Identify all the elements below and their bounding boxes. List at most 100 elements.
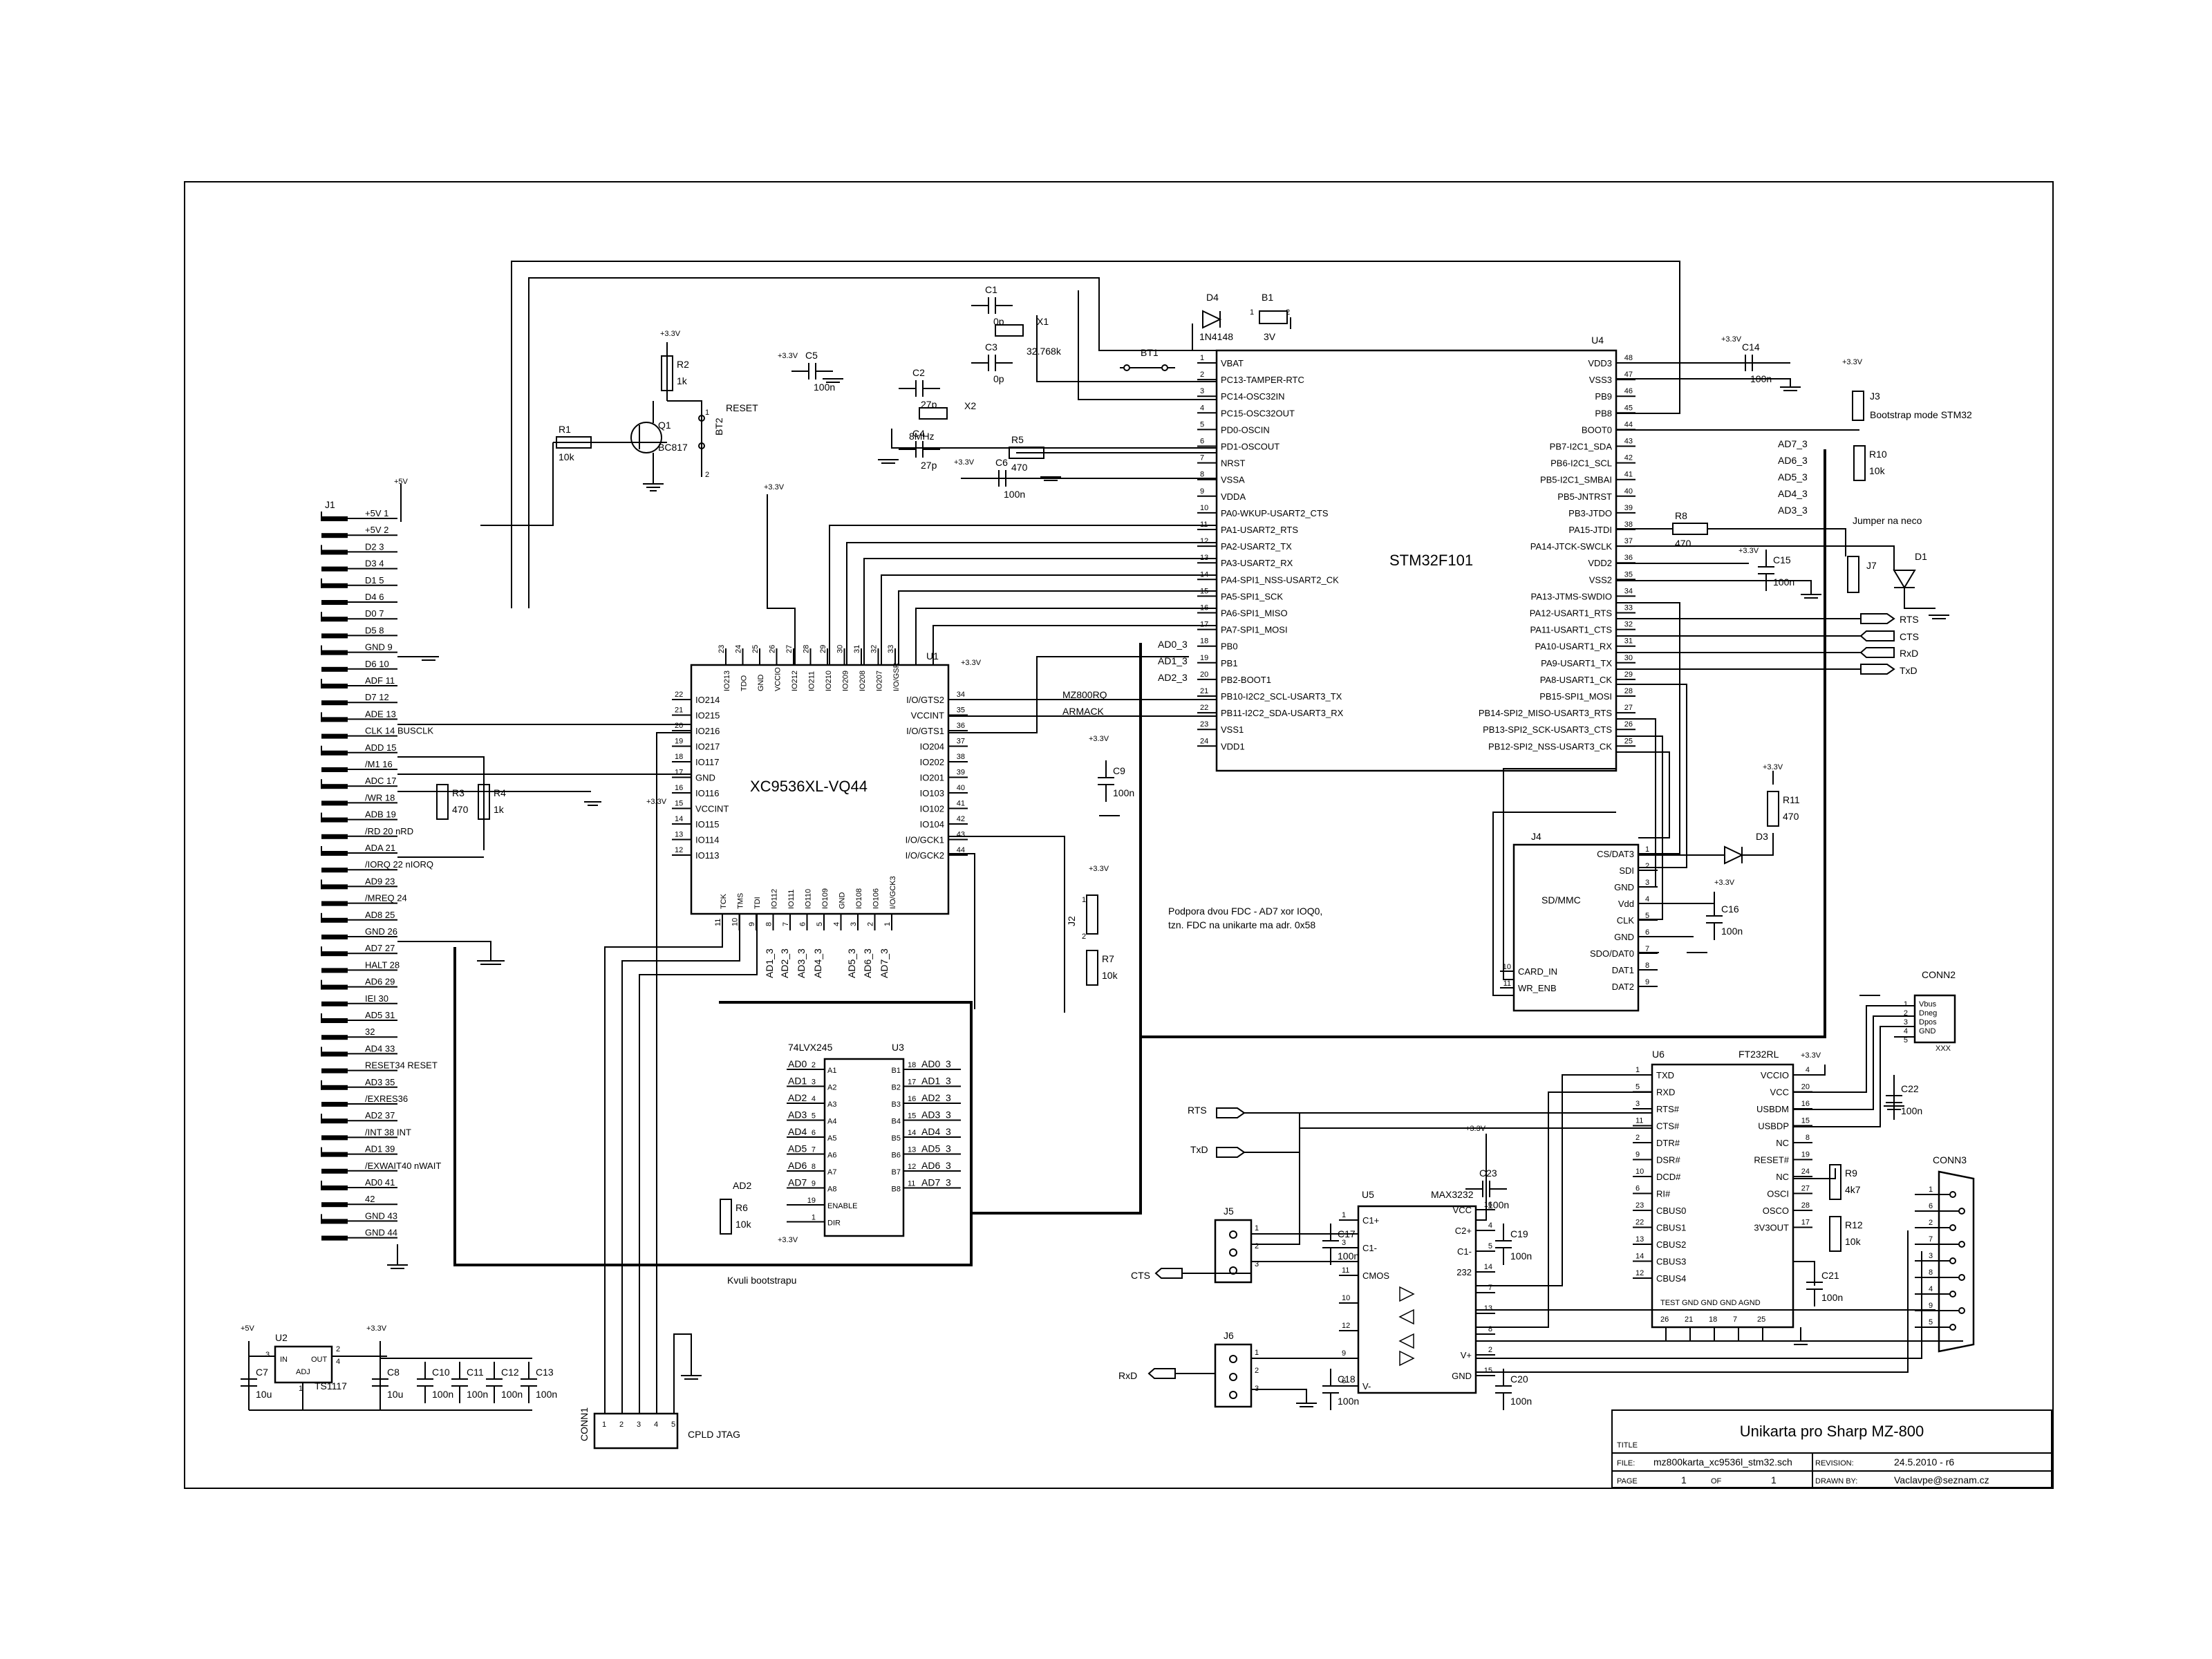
- svg-text:3: 3: [1645, 879, 1649, 887]
- pin-label: IO106: [872, 888, 881, 909]
- pin-number: 27: [1624, 704, 1633, 712]
- pin-label: IO209: [842, 671, 850, 691]
- svg-text:470: 470: [1011, 462, 1028, 473]
- j1-pad: [321, 1035, 348, 1040]
- j1-pad: [321, 750, 348, 756]
- svg-text:100n: 100n: [1510, 1250, 1532, 1262]
- svg-text:+3.3V: +3.3V: [1763, 763, 1783, 771]
- pin-label: V+: [1461, 1350, 1472, 1360]
- svg-text:U2: U2: [275, 1332, 288, 1343]
- j1-pin-label: +5V 1: [365, 508, 388, 518]
- svg-text:8: 8: [1645, 962, 1649, 970]
- svg-text:TS1117: TS1117: [315, 1380, 347, 1391]
- pin-number: 7: [1488, 1284, 1492, 1292]
- pin-label: IO114: [695, 835, 719, 845]
- pin-label: CBUS4: [1656, 1273, 1686, 1284]
- bootstrap-note: Kvuli bootstrapu: [727, 1275, 796, 1286]
- svg-text:5: 5: [1929, 1318, 1933, 1327]
- pin-number: 21: [1200, 687, 1208, 695]
- svg-text:+3.3V: +3.3V: [1089, 735, 1109, 743]
- svg-text:AD5_3: AD5_3: [1778, 471, 1808, 482]
- j1-pin-label: /INT 38 INT: [365, 1127, 411, 1137]
- pin-label: GND: [757, 675, 765, 692]
- svg-text:2: 2: [336, 1345, 340, 1353]
- pin-number: 18: [1200, 637, 1208, 646]
- pin-number: 43: [957, 831, 965, 839]
- svg-text:13: 13: [908, 1146, 916, 1154]
- pin-number: 3: [1342, 1239, 1346, 1247]
- title-block: TITLE Unikarta pro Sharp MZ-800 FILE: mz…: [1611, 1409, 2052, 1488]
- pin-label: PB2-BOOT1: [1221, 675, 1271, 685]
- svg-text:AD5_3: AD5_3: [846, 948, 857, 978]
- pin-label: V-: [1362, 1381, 1371, 1391]
- svg-text:4: 4: [812, 1095, 816, 1103]
- svg-text:CTS: CTS: [1131, 1270, 1150, 1281]
- j1-pin-label: AD2 37: [365, 1110, 395, 1121]
- svg-text:RxD: RxD: [1118, 1370, 1137, 1381]
- pin-number: 6: [1200, 438, 1204, 446]
- svg-text:Q1: Q1: [658, 420, 671, 431]
- j1-pad: [321, 951, 348, 957]
- svg-text:A1: A1: [827, 1067, 836, 1075]
- svg-text:AD6_3: AD6_3: [921, 1160, 951, 1171]
- svg-text:Vbus: Vbus: [1919, 1000, 1937, 1009]
- pin-number: 12: [1635, 1269, 1644, 1277]
- svg-text:18: 18: [1709, 1315, 1717, 1324]
- svg-text:+3.3V: +3.3V: [660, 330, 681, 338]
- pin-label: 3V3OUT: [1754, 1223, 1789, 1233]
- svg-text:470: 470: [1783, 811, 1799, 822]
- pin-number: 35: [1624, 570, 1633, 579]
- svg-text:100n: 100n: [536, 1389, 557, 1400]
- passive-components: R110kR21kR3470R41kR5470R610kR710kR8470R9…: [241, 284, 1922, 1410]
- svg-text:11: 11: [908, 1180, 915, 1188]
- svg-text:C2: C2: [912, 367, 925, 378]
- pin-number: 21: [675, 706, 683, 715]
- j1-pad: [321, 834, 348, 839]
- pin-number: 41: [957, 800, 965, 808]
- pin-label: IO104: [920, 819, 944, 830]
- j1-pin-label: GND 43: [365, 1210, 397, 1221]
- pin-number: 3: [1200, 387, 1204, 395]
- j1-pin-label: 32: [365, 1027, 375, 1037]
- pin-label: I/O/GTS1: [906, 726, 944, 736]
- pin-number: 5: [1488, 1242, 1492, 1250]
- u1-name: XC9536XL-VQ44: [750, 778, 868, 795]
- j1-pin-label: /M1 16: [365, 759, 393, 769]
- pin-number: 13: [1635, 1235, 1644, 1244]
- svg-text:4: 4: [1904, 1027, 1908, 1035]
- pin-label: USBDP: [1758, 1121, 1789, 1132]
- j1-pad: [321, 1001, 348, 1006]
- svg-text:BC817: BC817: [658, 442, 688, 453]
- pin-label: DTR#: [1656, 1138, 1680, 1148]
- svg-text:U5: U5: [1362, 1189, 1374, 1200]
- pin-label: TXD: [1656, 1070, 1674, 1080]
- svg-text:3: 3: [1904, 1018, 1908, 1027]
- svg-text:6: 6: [1929, 1202, 1933, 1210]
- svg-text:4: 4: [336, 1358, 340, 1366]
- j1-pad: [321, 1202, 348, 1208]
- svg-text:ADJ: ADJ: [296, 1368, 310, 1376]
- title-text: Unikarta pro Sharp MZ-800: [1740, 1423, 1924, 1440]
- svg-text:CTS: CTS: [1900, 631, 1919, 642]
- pin-number: 13: [675, 831, 683, 839]
- svg-text:470: 470: [452, 804, 469, 815]
- j1-pin-label: AD6 29: [365, 977, 395, 987]
- pin-label: I/O/GTS2: [906, 695, 944, 705]
- pin-label: IO108: [855, 888, 863, 909]
- pin-label: PA11-USART1_CTS: [1530, 625, 1613, 635]
- j1-pin-label: AD4 33: [365, 1043, 395, 1053]
- pin-number: 29: [1624, 671, 1633, 679]
- j1-pad: [321, 868, 348, 873]
- pin-label: I/O/GCK2: [906, 850, 944, 861]
- svg-text:AD0_3: AD0_3: [1158, 639, 1188, 650]
- pin-number: 19: [1801, 1151, 1810, 1159]
- pin-label: NRST: [1221, 458, 1245, 469]
- svg-text:C6: C6: [995, 457, 1008, 468]
- file-label: FILE:: [1617, 1459, 1635, 1468]
- svg-text:B3: B3: [892, 1100, 901, 1109]
- svg-text:AD7_3: AD7_3: [879, 948, 890, 978]
- resistor: [1086, 950, 1098, 986]
- svg-text:1: 1: [1255, 1349, 1259, 1357]
- svg-text:12: 12: [908, 1163, 916, 1171]
